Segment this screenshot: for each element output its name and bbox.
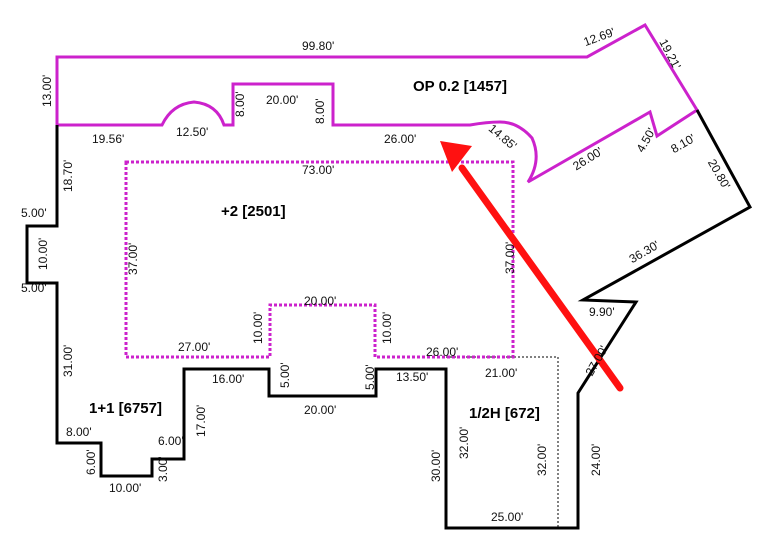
dim-south-ledge-right: 13.50' <box>396 370 428 384</box>
red-arrow-head <box>440 141 472 172</box>
dim-upper-top: 73.00' <box>302 163 334 177</box>
dim-top-angle: 12.69' <box>582 25 617 49</box>
label-half-story: 1/2H [672] <box>469 405 540 422</box>
dim-porch-bottom-mid: 26.00' <box>384 132 416 146</box>
dim-upper-bottom-right: 26.00' <box>426 345 458 359</box>
label-porch: OP 0.2 [1457] <box>413 78 507 95</box>
label-first-floor: 1+1 [6757] <box>89 400 162 417</box>
second-floor-outline <box>124 160 515 359</box>
dim-top-length: 99.80' <box>302 39 334 53</box>
dim-sw-drop-right: 3.00' <box>156 456 170 482</box>
dim-porch-bottom-left: 19.56' <box>92 132 124 146</box>
dim-northeast: 19.21' <box>656 37 684 72</box>
dim-porch-arc-left: 12.50' <box>176 125 208 139</box>
dim-bottom-left-base: 10.00' <box>109 481 141 495</box>
dim-half-left-inner: 32.00' <box>457 427 471 459</box>
dim-west-jog-bottom: 5.00' <box>21 281 47 295</box>
dim-sw-step-right: 6.00' <box>158 434 184 448</box>
dim-half-bottom: 25.00' <box>491 510 523 524</box>
dim-porch-notch-right: 8.00' <box>313 98 327 124</box>
dim-west-jog-top: 5.00' <box>21 206 47 220</box>
dim-upper-notch-top: 20.00' <box>304 294 336 308</box>
dim-west-upper: 18.70' <box>61 160 75 192</box>
dim-west-lower: 31.00' <box>61 345 75 377</box>
dim-upper-right: 37.00' <box>503 242 517 274</box>
dim-upper-bottom-left: 27.00' <box>178 340 210 354</box>
dim-south-notch-base: 20.00' <box>304 403 336 417</box>
dim-south-ledge: 16.00' <box>212 372 244 386</box>
dim-porch-west: 13.00' <box>40 75 54 107</box>
dim-east-step: 9.90' <box>589 305 615 319</box>
red-arrow-shaft <box>458 164 624 392</box>
dim-south-rise: 17.00' <box>194 405 208 437</box>
dim-sw-step: 8.00' <box>66 425 92 439</box>
dim-upper-notch-left: 10.00' <box>251 312 265 344</box>
dim-porch-step-end: 8.10' <box>668 131 697 156</box>
dim-upper-left: 37.00' <box>126 243 140 275</box>
building-outline <box>25 109 753 530</box>
dim-south-notch-left: 5.00' <box>278 362 292 388</box>
dim-half-right: 32.00' <box>535 444 549 476</box>
dim-south-notch-right: 5.00' <box>363 364 377 390</box>
dim-east-bottom: 24.00' <box>589 444 603 476</box>
dim-west-jog-side: 10.00' <box>36 238 50 270</box>
dim-porch-notch-left: 8.00' <box>233 91 247 117</box>
dim-east-upper: 20.80' <box>705 157 733 192</box>
label-second-floor: +2 [2501] <box>221 203 286 220</box>
dim-porch-notch-top: 20.00' <box>266 93 298 107</box>
dim-half-left-outer: 30.00' <box>429 450 443 482</box>
dim-half-top: 21.00' <box>485 366 517 380</box>
dim-upper-notch-right: 10.00' <box>380 312 394 344</box>
porch-outline <box>55 22 700 184</box>
dim-east-diagonal: 36.30' <box>627 238 662 266</box>
dim-sw-drop-left: 6.00' <box>84 449 98 475</box>
